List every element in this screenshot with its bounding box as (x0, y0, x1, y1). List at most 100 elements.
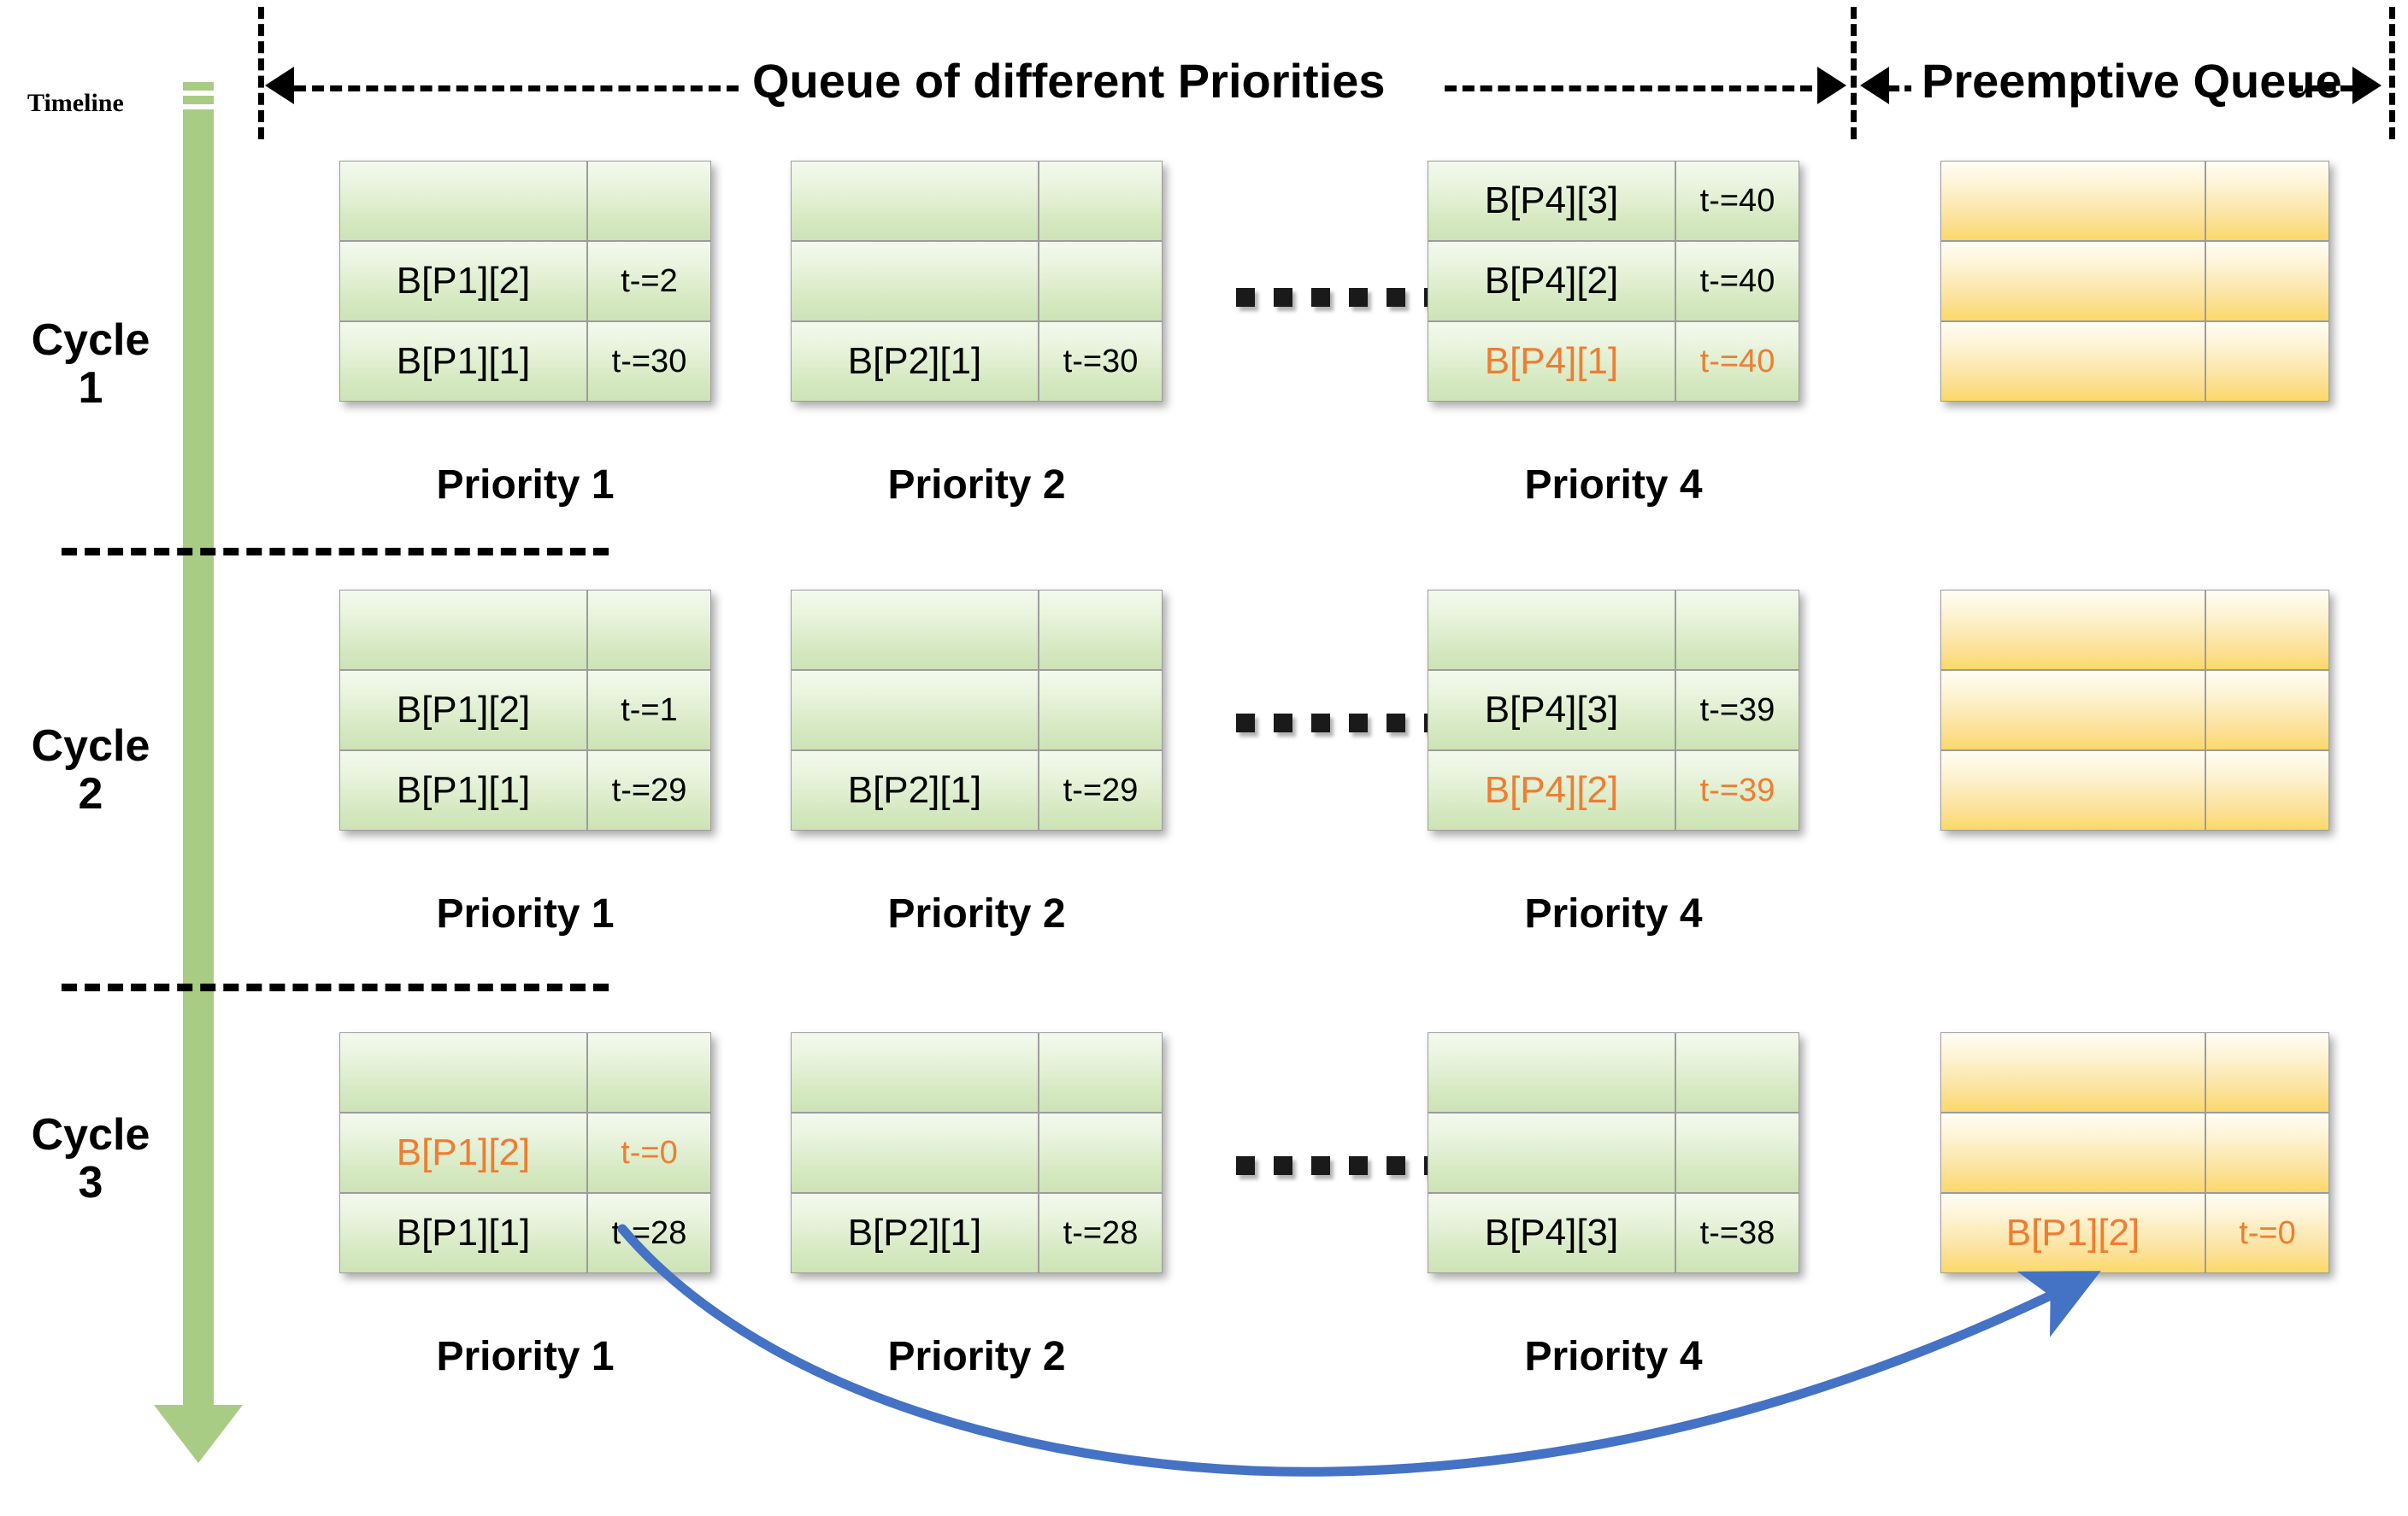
queue-cell-time: t-=40 (1675, 241, 1799, 321)
queue-cell-name (791, 1113, 1039, 1193)
queue-cell-time (1039, 241, 1163, 321)
preemptive-queue-box-c2[interactable] (1940, 590, 2329, 831)
queue-row (791, 670, 1163, 750)
queue-cell-time (2205, 750, 2329, 831)
queue-row (791, 1113, 1163, 1193)
queue-cell-name (339, 161, 587, 241)
queue-row (1428, 590, 1799, 670)
queue-cell-time: t-=29 (1039, 750, 1163, 831)
queue-row (791, 1032, 1163, 1113)
timeline-bar (183, 109, 214, 1407)
queue-cell-name (1940, 670, 2205, 750)
queue-cell-name (791, 590, 1039, 670)
left-section-title: Queue of different Priorities (742, 53, 1396, 109)
queue-cell-time (1039, 161, 1163, 241)
queue-cell-time: t-=0 (587, 1113, 711, 1193)
queue-box-c2-p2[interactable]: B[P2][1] t-=29 (791, 590, 1163, 831)
queue-cell-name: B[P1][2] (339, 1113, 587, 1193)
queue-box-c2-p1[interactable]: B[P1][2] t-=1 B[P1][1] t-=29 (339, 590, 711, 831)
queue-cell-time: t-=2 (587, 241, 711, 321)
queue-cell-time (2205, 1032, 2329, 1113)
queue-cell-time: t-=28 (587, 1193, 711, 1273)
queue-row (339, 161, 711, 241)
queue-box-c2-p4[interactable]: B[P4][3] t-=39 B[P4][2] t-=39 (1428, 590, 1799, 831)
queue-caption-c3-p2: Priority 2 (887, 1334, 1066, 1379)
queue-box-c3-p4[interactable]: B[P4][3] t-=38 (1428, 1032, 1799, 1273)
ellipsis-dot (1387, 1156, 1405, 1175)
left-section-arrow-right-icon (1817, 67, 1846, 104)
queue-cell-time (2205, 1113, 2329, 1193)
ellipsis-dot (1349, 714, 1368, 732)
queue-cell-time: t-=39 (1675, 670, 1799, 750)
left-section-dash-b (1445, 85, 1812, 91)
queue-cell-name: B[P1][2] (339, 670, 587, 750)
queue-row: B[P4][2] t-=40 (1428, 241, 1799, 321)
queue-cell-name: B[P4][2] (1428, 750, 1675, 831)
cycle-label-1: Cycle 1 (7, 316, 174, 412)
queue-box-c1-p2[interactable]: B[P2][1] t-=30 (791, 161, 1163, 402)
queue-cell-name (1940, 750, 2205, 831)
ellipsis-dot (1311, 1156, 1330, 1175)
queue-cell-name (791, 670, 1039, 750)
ellipsis-dot (1236, 1156, 1255, 1175)
queue-row (1940, 1113, 2329, 1193)
preemptive-queue-box-c1[interactable] (1940, 161, 2329, 402)
ellipsis-cycle-3 (1236, 1156, 1443, 1175)
cycle-label-2-line1: Cycle (31, 721, 150, 771)
queue-cell-time (1039, 670, 1163, 750)
queue-cell-time: t-=28 (1039, 1193, 1163, 1273)
cycle-label-3-line2: 3 (78, 1158, 103, 1208)
right-section-title: Preemptive Queue (1911, 53, 2352, 109)
ellipsis-dot (1274, 1156, 1292, 1175)
ellipsis-cycle-2 (1236, 714, 1443, 732)
queue-cell-time: t-=30 (587, 321, 711, 402)
ellipsis-dot (1274, 714, 1292, 732)
queue-row (1940, 590, 2329, 670)
ellipsis-dot (1274, 288, 1292, 307)
queue-row (1940, 750, 2329, 831)
queue-row: B[P1][2] t-=2 (339, 241, 711, 321)
queue-caption-c2-p4: Priority 4 (1524, 891, 1703, 937)
queue-row (1940, 161, 2329, 241)
queue-cell-time (587, 1032, 711, 1113)
right-section-arrow-left-icon (1860, 67, 1889, 104)
queue-cell-time (2205, 590, 2329, 670)
queue-box-c1-p4[interactable]: B[P4][3] t-=40 B[P4][2] t-=40 B[P4][1] t… (1428, 161, 1799, 402)
queue-box-c1-p1[interactable]: B[P1][2] t-=2 B[P1][1] t-=30 (339, 161, 711, 402)
queue-row: B[P4][1] t-=40 (1428, 321, 1799, 402)
queue-row: B[P1][1] t-=28 (339, 1193, 711, 1273)
queue-cell-time: t-=38 (1675, 1193, 1799, 1273)
queue-cell-name: B[P4][2] (1428, 241, 1675, 321)
left-section-dash-a (294, 85, 739, 91)
queue-cell-name (1428, 1113, 1675, 1193)
queue-box-c3-p1[interactable]: B[P1][2] t-=0 B[P1][1] t-=28 (339, 1032, 711, 1273)
queue-cell-name (1940, 161, 2205, 241)
queue-cell-name: B[P4][1] (1428, 321, 1675, 402)
queue-row: B[P4][3] t-=40 (1428, 161, 1799, 241)
queue-cell-name: B[P2][1] (791, 1193, 1039, 1273)
preemptive-queue-box-c3[interactable]: B[P1][2] t-=0 (1940, 1032, 2329, 1273)
queue-cell-name (339, 590, 587, 670)
queue-box-c3-p2[interactable]: B[P2][1] t-=28 (791, 1032, 1163, 1273)
cycle-separator-1 (62, 548, 609, 555)
queue-cell-time (587, 590, 711, 670)
queue-cell-name: B[P2][1] (791, 750, 1039, 831)
queue-row: B[P1][2] t-=0 (339, 1113, 711, 1193)
ellipsis-dot (1349, 288, 1368, 307)
queue-cell-name (791, 1032, 1039, 1113)
queue-cell-time (1675, 1032, 1799, 1113)
queue-cell-time: t-=40 (1675, 321, 1799, 402)
queue-cell-time: t-=29 (587, 750, 711, 831)
cycle-label-3-line1: Cycle (31, 1110, 150, 1160)
section-divider-left (258, 7, 264, 139)
queue-cell-time (2205, 241, 2329, 321)
cycle-label-3: Cycle 3 (7, 1111, 174, 1207)
queue-row (1428, 1032, 1799, 1113)
queue-cell-name (1940, 1032, 2205, 1113)
queue-cell-name: B[P2][1] (791, 321, 1039, 402)
right-section-arrow-right-icon (2352, 67, 2382, 104)
queue-caption-c3-p4: Priority 4 (1524, 1334, 1703, 1379)
right-section-dash-b (2291, 85, 2352, 91)
queue-cell-time: t-=40 (1675, 161, 1799, 241)
queue-cell-name (1428, 590, 1675, 670)
